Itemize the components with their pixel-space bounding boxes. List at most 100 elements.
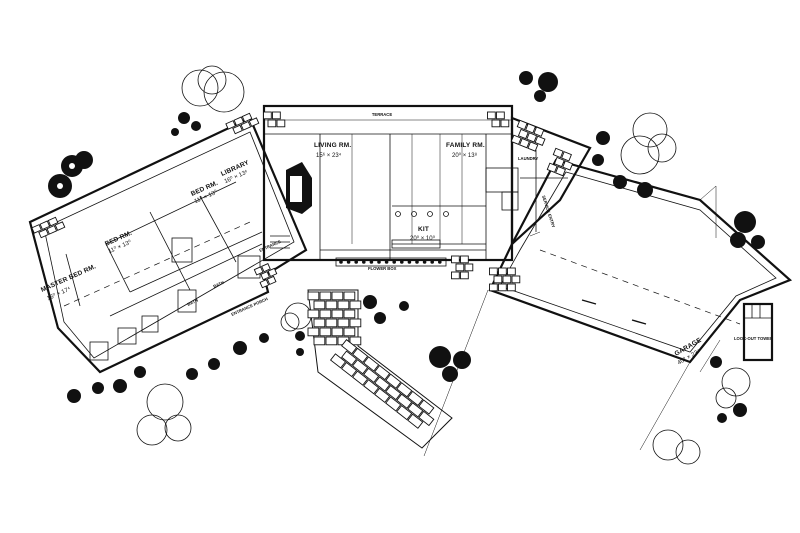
stone-block	[407, 402, 424, 418]
stone-block	[385, 396, 402, 412]
shrubs	[48, 71, 765, 423]
flower-mark	[415, 260, 419, 264]
stone-block	[487, 111, 496, 120]
tree-icon	[136, 383, 192, 446]
stone-block	[232, 124, 243, 135]
stone-block	[341, 339, 358, 355]
stone-block	[510, 134, 522, 145]
shrub-icon	[67, 333, 269, 403]
stone-block	[500, 119, 510, 128]
living-room-label: LIVING RM.	[314, 142, 351, 149]
stone-block	[511, 275, 521, 284]
stone-block	[552, 147, 564, 159]
service-entry-label: SERVICE ENTRY	[541, 195, 556, 229]
stone-block	[266, 275, 277, 286]
stone-block	[307, 291, 320, 301]
shrub-icon	[48, 151, 93, 198]
tree-icon	[280, 302, 312, 332]
stone-block	[261, 263, 271, 273]
stone-block	[240, 120, 252, 131]
stone-block	[272, 111, 281, 120]
stone-block	[241, 112, 253, 123]
stone-block	[331, 291, 344, 301]
shrub-icon	[363, 295, 409, 324]
stone-block	[555, 165, 566, 177]
stone-block	[498, 267, 507, 276]
stone-block	[489, 283, 498, 292]
stone-block	[363, 379, 380, 395]
stone-block	[407, 390, 424, 407]
flower-mark	[339, 260, 343, 264]
flower-mark	[384, 260, 389, 264]
stone-block	[263, 111, 272, 120]
stone-block	[553, 156, 565, 168]
shrub-icon	[171, 112, 201, 136]
stone-block	[329, 353, 347, 369]
stone-block	[349, 318, 362, 328]
stone-block	[337, 300, 350, 310]
stone-block	[464, 263, 474, 272]
flower-mark	[369, 260, 374, 264]
stone-block	[396, 382, 413, 398]
stone-block	[276, 119, 286, 128]
stone-block	[343, 291, 356, 301]
garage-wing	[423, 116, 793, 457]
flower-mark	[377, 260, 381, 264]
center-core	[262, 104, 514, 280]
stone-block	[561, 151, 572, 162]
shrub-icon	[592, 131, 653, 198]
stone-block	[562, 160, 574, 171]
stone-block	[418, 399, 435, 415]
stone-block	[498, 283, 507, 292]
stone-block	[313, 318, 326, 328]
shrub-icon	[519, 71, 558, 102]
stone-block	[527, 141, 539, 152]
flower-mark	[422, 260, 427, 264]
stone-block	[319, 309, 332, 319]
bath-2-label: BATH	[186, 298, 198, 307]
terrace-label: TERRACE	[372, 112, 392, 117]
stone-block	[374, 376, 391, 392]
fireplace-icon	[286, 162, 312, 214]
laundry-label: LAUNDRY	[518, 156, 539, 161]
kitchen-size: 20⁰ × 10⁰	[410, 235, 436, 242]
stone-block	[225, 120, 236, 130]
stone-block	[253, 266, 264, 276]
stone-block	[267, 267, 278, 278]
flower-mark	[438, 260, 442, 264]
stone-block	[491, 119, 501, 128]
stone-block	[341, 361, 358, 378]
stone-block	[349, 336, 362, 346]
stone-block	[385, 373, 402, 389]
room-labels: TERRACE LIVING RM. 15⁶ × 23⁴ FAMILY RM. …	[40, 112, 773, 367]
stone-block	[313, 300, 326, 310]
flower-mark	[407, 260, 412, 264]
stone-block	[374, 387, 391, 404]
stone-block	[307, 309, 320, 319]
stone-block	[451, 271, 460, 280]
kitchen-label: KIT	[418, 226, 429, 233]
stone-block	[38, 228, 49, 239]
stone-block	[451, 255, 460, 264]
stone-block	[496, 111, 505, 120]
living-room-size: 15⁶ × 23⁴	[316, 152, 342, 159]
flower-mark	[346, 260, 351, 264]
stone-walk	[307, 289, 453, 449]
stone-block	[396, 393, 413, 409]
shrub-icon	[710, 356, 747, 423]
stone-block	[319, 291, 332, 301]
stone-block	[325, 336, 338, 346]
flower-mark	[400, 260, 404, 264]
stone-block	[267, 119, 277, 128]
stone-block	[341, 350, 358, 366]
stone-block	[39, 220, 51, 231]
lookout-tower	[742, 302, 774, 362]
stone-block	[343, 327, 356, 337]
stone-block	[259, 279, 270, 289]
family-room-size: 20⁰ × 13⁸	[452, 152, 478, 159]
trees	[136, 65, 751, 465]
family-room-label: FAMILY RM.	[446, 142, 485, 149]
stone-block	[325, 318, 338, 328]
stone-block	[54, 221, 66, 231]
